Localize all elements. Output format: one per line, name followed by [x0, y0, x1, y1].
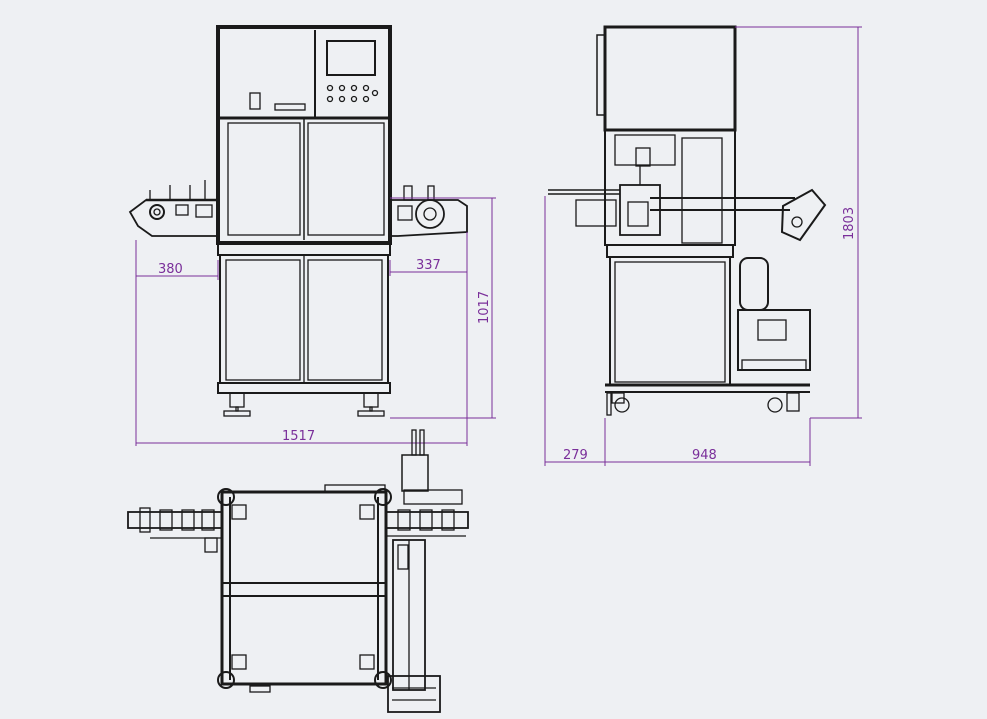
side-view	[548, 25, 827, 416]
dim-front-table-height: 1017	[477, 291, 492, 324]
front-view	[128, 25, 468, 417]
dim-side-base-width: 948	[692, 448, 717, 463]
top-view	[127, 429, 469, 713]
dim-front-total-width: 1517	[282, 429, 315, 444]
dim-side-total-height: 1803	[842, 207, 857, 240]
side-dimensions	[544, 26, 862, 466]
dim-front-right-overhang: 337	[416, 258, 441, 273]
dim-side-left-overhang: 279	[563, 448, 588, 463]
control-buttons	[326, 84, 379, 103]
dim-front-left-overhang: 380	[158, 262, 183, 277]
